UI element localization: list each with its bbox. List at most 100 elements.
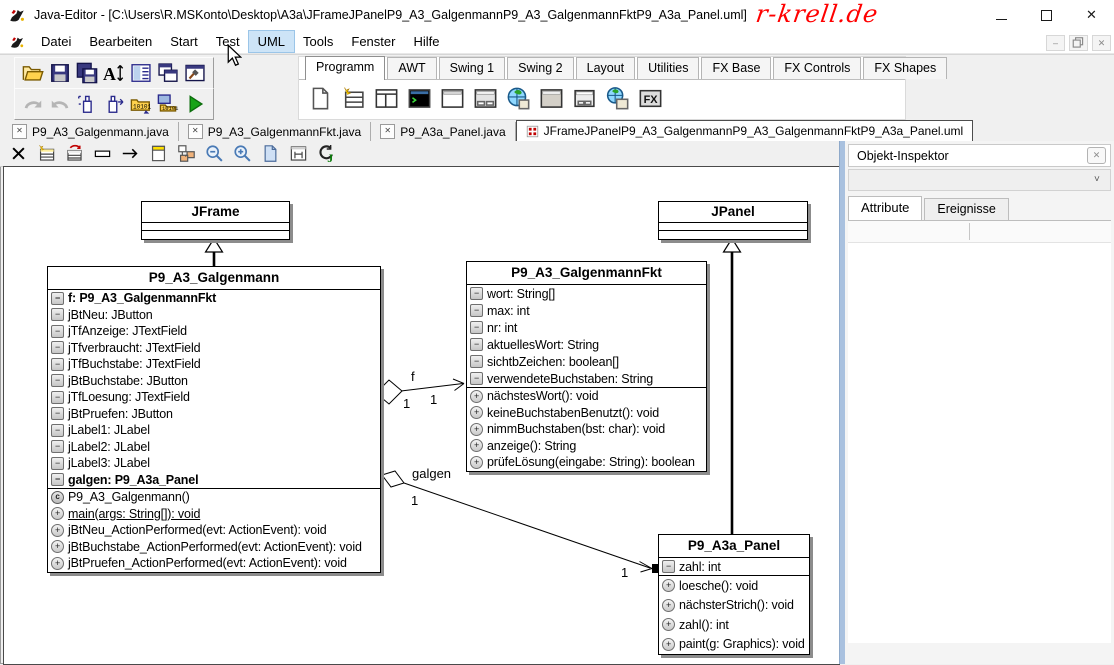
inspector-close-icon[interactable]: ✕ (1087, 147, 1106, 164)
uml-member-row[interactable]: −max: int (467, 302, 706, 319)
new-association-icon[interactable] (121, 144, 140, 163)
redo-icon[interactable] (22, 93, 44, 115)
tab-close-icon[interactable]: ✕ (380, 124, 395, 139)
palette-tab-fx-controls[interactable]: FX Controls (773, 57, 861, 79)
uml-class-p9_a3_galgenmannfkt[interactable]: P9_A3_GalgenmannFkt−wort: String[]−max: … (466, 261, 707, 472)
uml-member-row[interactable]: −jBtBuchstabe: JButton (48, 373, 380, 390)
uml-member-row[interactable]: −jBtNeu: JButton (48, 307, 380, 324)
uml-member-row[interactable]: cP9_A3_Galgenmann() (48, 489, 380, 506)
uml-file-icon[interactable] (526, 125, 539, 138)
save-all-icon[interactable] (76, 62, 98, 84)
sequence-diagram-icon[interactable] (289, 144, 308, 163)
palette-tab-layout[interactable]: Layout (576, 57, 636, 79)
frame-icon[interactable] (374, 86, 399, 111)
uml-member-row[interactable]: +main(args: String[]): void (48, 506, 380, 523)
webstart-icon[interactable] (605, 86, 630, 111)
project-icon[interactable] (130, 62, 152, 84)
uml-class-p9_a3a_panel[interactable]: P9_A3a_Panel−zahl: int+loesche(): void+n… (658, 534, 810, 655)
palette-tab-fx-shapes[interactable]: FX Shapes (863, 57, 947, 79)
mdi-minimize-button[interactable]: – (1046, 35, 1065, 51)
mdi-close-button[interactable]: ✕ (1092, 35, 1111, 51)
uml-member-row[interactable]: −jLabel1: JLabel (48, 422, 380, 439)
uml-member-row[interactable]: −jTfAnzeige: JTextField (48, 323, 380, 340)
panel-icon[interactable] (539, 86, 564, 111)
uml-member-row[interactable]: −nr: int (467, 319, 706, 336)
minimize-button[interactable] (979, 0, 1024, 30)
inspector-property-grid[interactable] (848, 221, 1111, 243)
diagram-canvas[interactable]: f11galgen11 JFrameJPanelP9_A3_Galgenmann… (3, 166, 840, 665)
undo-icon[interactable] (49, 93, 71, 115)
run-icon[interactable] (184, 93, 206, 115)
file-tab-p9-a3-galgenmann-java[interactable]: ✕P9_A3_Galgenmann.java (3, 122, 179, 141)
inspector-object-combobox[interactable]: ˅ (848, 169, 1111, 191)
messages-icon[interactable] (184, 62, 206, 84)
new-comment-icon[interactable] (149, 144, 168, 163)
uml-member-row[interactable]: −jTfBuchstabe: JTextField (48, 356, 380, 373)
uml-member-row[interactable]: +zahl(): int (659, 615, 809, 635)
uml-member-row[interactable]: −zahl: int (659, 558, 809, 575)
uml-member-row[interactable]: −wort: String[] (467, 285, 706, 302)
uml-member-row[interactable]: +nimmBuchstaben(bst: char): void (467, 421, 706, 438)
jar-run-icon[interactable] (103, 93, 125, 115)
dialog-icon[interactable] (473, 86, 498, 111)
menu-item-datei[interactable]: Datei (32, 31, 80, 52)
uml-member-row[interactable]: +nächstesWort(): void (467, 388, 706, 405)
refresh-java-icon[interactable]: J (317, 144, 336, 163)
new-file-icon[interactable] (308, 86, 333, 111)
file-tab-p9-a3-galgenmannfkt-java[interactable]: ✕P9_A3_GalgenmannFkt.java (179, 122, 371, 141)
close-icon[interactable] (9, 144, 28, 163)
uml-class-jpanel[interactable]: JPanel (658, 201, 808, 240)
file-tab-jframejpanelp9-a3-galgenmannp9-a3-galgenmannfktp9-a3a-panel-uml[interactable]: JFrameJPanelP9_A3_GalgenmannP9_A3_Galgen… (516, 120, 974, 141)
uml-member-row[interactable]: +jBtNeu_ActionPerformed(evt: ActionEvent… (48, 522, 380, 539)
uml-member-row[interactable]: −verwendeteBuchstaben: String (467, 370, 706, 387)
uml-member-row[interactable]: +loesche(): void (659, 576, 809, 596)
close-button[interactable]: ✕ (1069, 0, 1114, 30)
uml-member-row[interactable]: −jBtPruefen: JButton (48, 406, 380, 423)
uml-class-jframe[interactable]: JFrame (141, 201, 290, 240)
tab-close-icon[interactable]: ✕ (12, 124, 27, 139)
zoom-in-icon[interactable] (233, 144, 252, 163)
uml-member-row[interactable]: +keineBuchstabenBenutzt(): void (467, 405, 706, 422)
uml-member-row[interactable]: +anzeige(): String (467, 438, 706, 455)
uml-member-row[interactable]: +paint(g: Graphics): void (659, 635, 809, 655)
compile-all-icon[interactable]: 10101 (157, 93, 179, 115)
class-diagram-icon[interactable] (177, 144, 196, 163)
save-icon[interactable] (49, 62, 71, 84)
menu-item-fenster[interactable]: Fenster (342, 31, 404, 52)
internal-dialog-icon[interactable] (572, 86, 597, 111)
new-object-icon[interactable] (93, 144, 112, 163)
open-icon[interactable] (22, 62, 44, 84)
compile-icon[interactable]: 10101 (130, 93, 152, 115)
jar-icon[interactable] (76, 93, 98, 115)
uml-member-row[interactable]: +jBtPruefen_ActionPerformed(evt: ActionE… (48, 555, 380, 572)
menu-item-uml[interactable]: UML (249, 31, 294, 52)
palette-tab-utilities[interactable]: Utilities (637, 57, 699, 79)
uml-member-row[interactable]: +nächsterStrich(): void (659, 596, 809, 616)
uml-member-row[interactable]: +prüfeLösung(eingabe: String): boolean (467, 454, 706, 471)
palette-tab-swing-2[interactable]: Swing 2 (507, 57, 573, 79)
menu-item-tools[interactable]: Tools (294, 31, 342, 52)
window-icon[interactable] (440, 86, 465, 111)
uml-member-row[interactable]: −jTfLoesung: JTextField (48, 389, 380, 406)
uml-member-row[interactable]: −sichtbZeichen: boolean[] (467, 353, 706, 370)
palette-tab-awt[interactable]: AWT (387, 57, 436, 79)
menu-item-start[interactable]: Start (161, 31, 206, 52)
menu-item-bearbeiten[interactable]: Bearbeiten (80, 31, 161, 52)
uml-member-row[interactable]: −f: P9_A3_GalgenmannFkt (48, 290, 380, 307)
applet-icon[interactable] (506, 86, 531, 111)
palette-tab-fx-base[interactable]: FX Base (701, 57, 771, 79)
inspector-tab-ereignisse[interactable]: Ereignisse (924, 198, 1008, 220)
menu-item-hilfe[interactable]: Hilfe (404, 31, 448, 52)
palette-tab-programm[interactable]: Programm (305, 56, 385, 80)
wizard-icon[interactable] (341, 86, 366, 111)
uml-class-p9_a3_galgenmann[interactable]: P9_A3_Galgenmann−f: P9_A3_GalgenmannFkt−… (47, 266, 381, 573)
uml-member-row[interactable]: −galgen: P9_A3a_Panel (48, 472, 380, 489)
javafx-icon[interactable]: FX (638, 86, 663, 111)
new-class-icon[interactable] (37, 144, 56, 163)
file-tab-p9-a3a-panel-java[interactable]: ✕P9_A3a_Panel.java (371, 122, 515, 141)
console-icon[interactable] (407, 86, 432, 111)
maximize-button[interactable] (1024, 0, 1069, 30)
uml-member-row[interactable]: −jLabel3: JLabel (48, 455, 380, 472)
uml-member-row[interactable]: −aktuellesWort: String (467, 336, 706, 353)
uml-member-row[interactable]: +jBtBuchstabe_ActionPerformed(evt: Actio… (48, 539, 380, 556)
